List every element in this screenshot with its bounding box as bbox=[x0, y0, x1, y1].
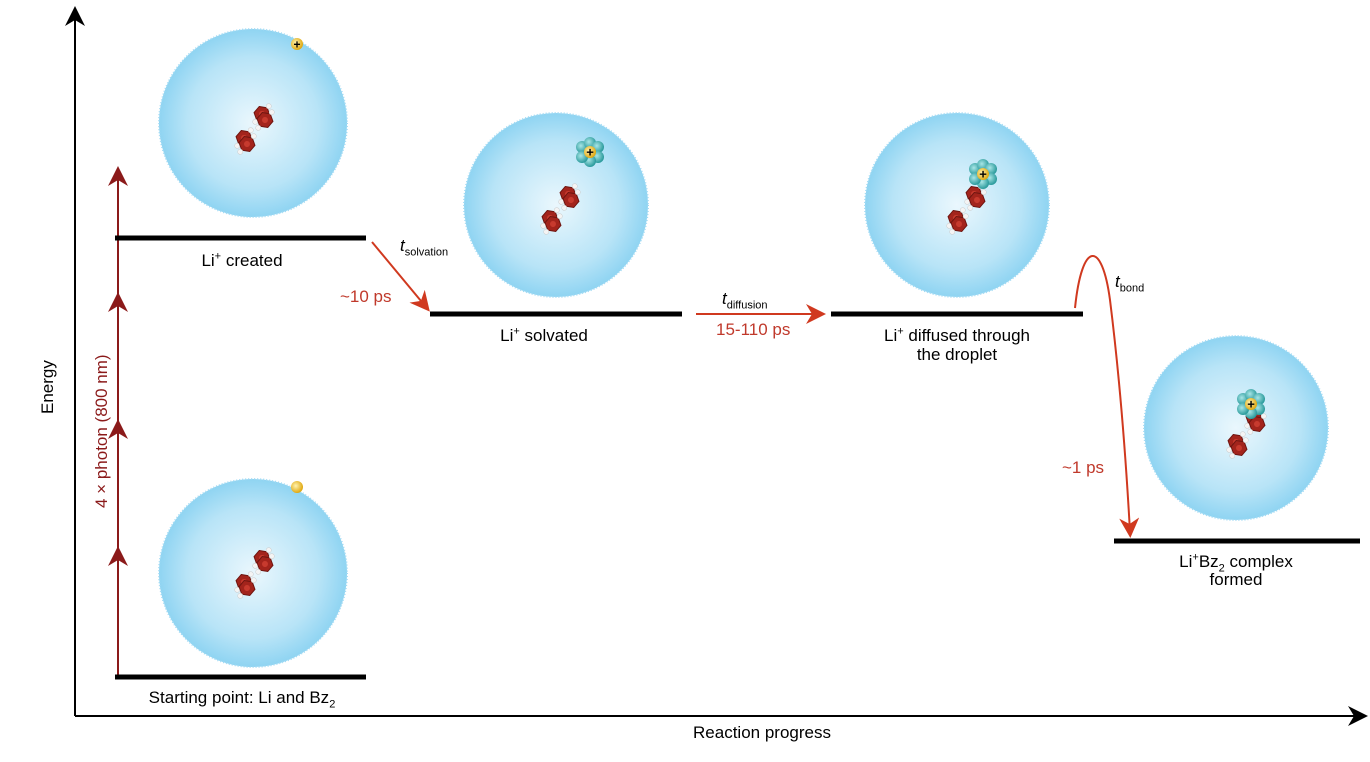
diffusion-time: 15-110 ps bbox=[716, 320, 791, 339]
level-start-label: Starting point: Li and Bz2 bbox=[148, 688, 336, 711]
droplet-created: + bbox=[158, 28, 348, 218]
solvation-arrow bbox=[371, 241, 430, 312]
bond-arrow bbox=[1074, 255, 1140, 538]
solvated-ion-icon bbox=[576, 137, 604, 167]
droplet-diffused bbox=[864, 112, 1050, 298]
solvated-ion-icon bbox=[969, 159, 997, 189]
svg-text:+: + bbox=[293, 38, 300, 52]
level-created-label: Li+ created bbox=[201, 250, 283, 270]
solvated-ion-icon bbox=[1237, 389, 1265, 419]
solvation-time-constant: tsolvation bbox=[400, 236, 449, 259]
level-diffused-label: Li+ diffused through the droplet bbox=[883, 325, 1031, 364]
droplet-complex bbox=[1143, 335, 1329, 521]
level-solvated-label: Li+ solvated bbox=[500, 325, 588, 345]
y-axis-label: Energy bbox=[38, 360, 57, 414]
bond-time: ~1 ps bbox=[1062, 458, 1105, 477]
lithium-ion-icon bbox=[291, 38, 303, 50]
bond-time-constant: tbond bbox=[1115, 272, 1145, 295]
solvation-time: ~10 ps bbox=[340, 287, 392, 306]
lithium-atom-icon bbox=[291, 481, 303, 493]
droplet-solvated bbox=[463, 112, 649, 298]
level-complex-label: Li+Bz2 complex formed bbox=[1179, 551, 1293, 589]
x-axis-label: Reaction progress bbox=[693, 723, 831, 742]
photon-label: 4 × photon (800 nm) bbox=[92, 354, 111, 508]
droplet-start bbox=[158, 478, 348, 668]
diffusion-time-constant: tdiffusion bbox=[722, 289, 768, 312]
